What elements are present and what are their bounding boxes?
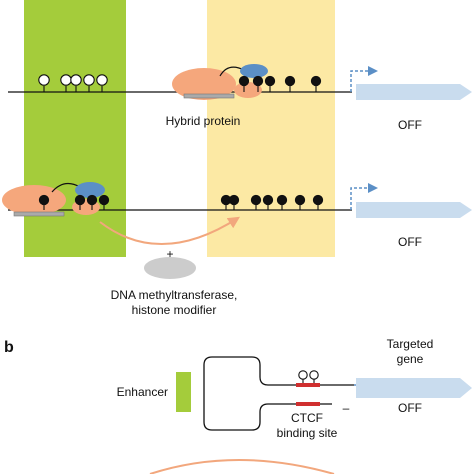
methylated-cpg-row2-yellow [220,194,324,210]
minus-sign: – [343,401,350,415]
chromatin-loop [203,356,296,431]
ctcf-unmethylated-cpg [298,370,319,383]
ctcf-label-line2: binding site [277,426,338,440]
enhancer-box [176,372,191,412]
hybrid-protein-row1 [172,64,268,100]
unmethylated-cpg-row1 [38,74,108,92]
methylated-cpg-row1 [238,75,322,92]
gene-arrow-row1 [356,84,472,100]
spreading-arrow [99,216,241,246]
modifier-label-line1: DNA methyltransferase, [111,288,238,302]
modifier-label-line2: histone modifier [132,303,217,317]
off-label-b: OFF [398,401,422,415]
methylated-cpg-row2-green [38,194,110,210]
bottom-orange-arc [149,459,335,474]
ctcf-label-line1: CTCF [291,411,323,425]
ctcf-site-bottom [296,402,320,406]
promoter-arrow-row1 [350,66,378,92]
off-label-row1: OFF [398,118,422,132]
enhancer-label: Enhancer [117,385,168,399]
targeted-gene-label-line1: Targeted [387,337,434,351]
targeted-gene-label-line2: gene [397,352,424,366]
hybrid-protein-label: Hybrid protein [166,114,241,128]
off-label-row2: OFF [398,235,422,249]
modifier-enzyme-shape [144,257,196,279]
yellow-region-band [207,0,335,257]
gene-arrow-row2 [356,202,472,218]
green-region-band [24,0,126,257]
panel-b-letter: b [4,339,14,356]
ctcf-site-top [296,383,320,387]
targeted-gene-arrow [356,378,472,398]
promoter-arrow-row2 [350,183,378,210]
plus-sign: + [166,247,173,261]
